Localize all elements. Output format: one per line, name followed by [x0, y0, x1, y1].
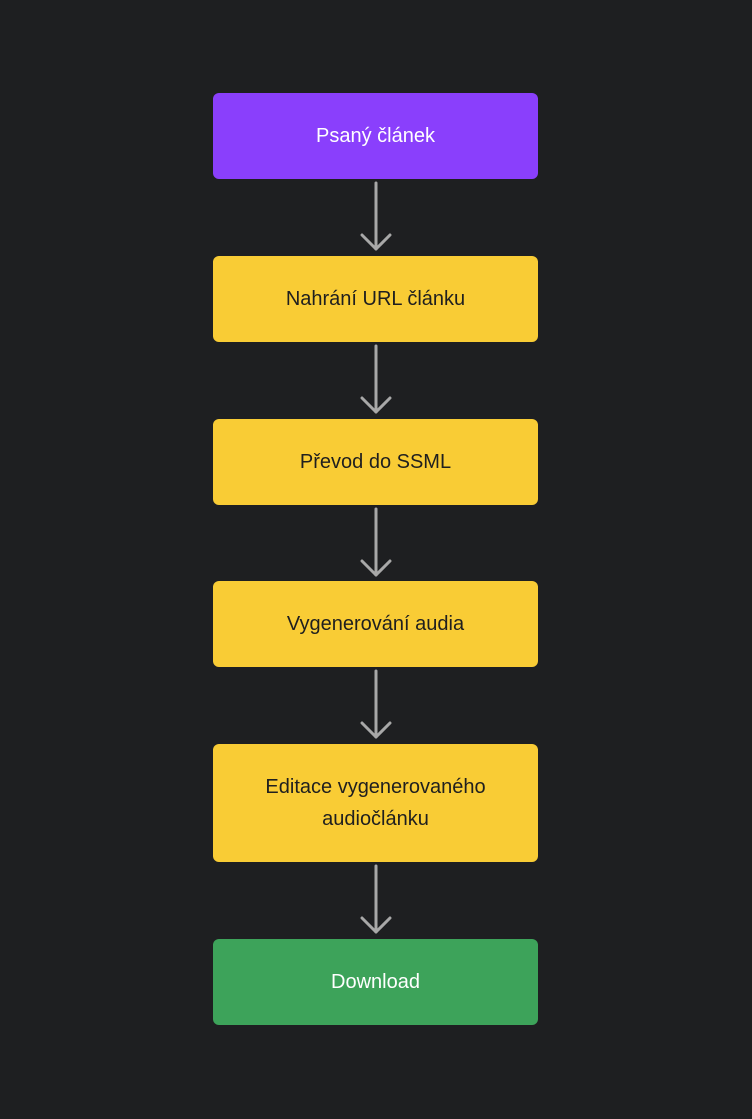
step-generate-audio: Vygenerování audia [213, 581, 538, 667]
arrow-down-icon [360, 864, 392, 934]
step-written-article: Psaný článek [213, 93, 538, 179]
step-label: Download [331, 971, 420, 993]
step-label: Převod do SSML [299, 451, 452, 473]
arrow-down-icon [360, 181, 392, 251]
arrow-down-icon [360, 669, 392, 739]
step-label: Vygenerování audia [286, 613, 465, 635]
arrow-down-icon [360, 344, 392, 414]
step-convert-ssml: Převod do SSML [213, 419, 538, 505]
step-upload-url: Nahrání URL článku [213, 256, 538, 342]
arrow-down-icon [360, 507, 392, 577]
step-label: Psaný článek [316, 125, 435, 147]
step-label: Editace vygenerovaného audiočlánku [265, 776, 486, 830]
step-download: Download [213, 939, 538, 1025]
step-edit-audio-article: Editace vygenerovaného audiočlánku [213, 744, 538, 862]
step-label: Nahrání URL článku [285, 288, 466, 310]
